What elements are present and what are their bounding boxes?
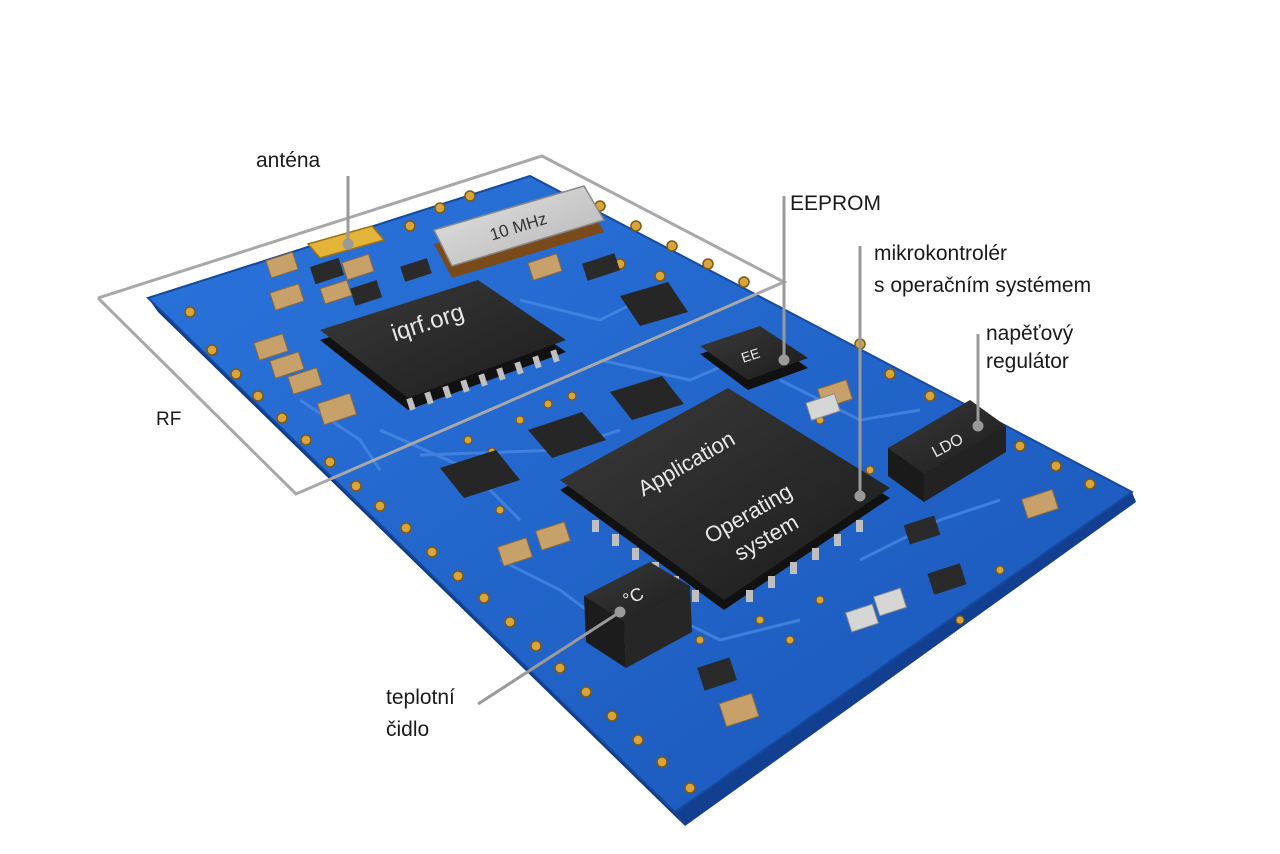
eeprom-chip: EE xyxy=(700,326,808,390)
label-antenna: anténa xyxy=(256,149,321,172)
label-eeprom: EEPROM xyxy=(790,192,882,215)
small-ics xyxy=(440,282,688,498)
eeprom-chip-label: EE xyxy=(739,345,762,366)
crystal-oscillator: 10 MHz xyxy=(432,185,606,278)
label-temp-line1: teplotní xyxy=(386,686,455,709)
label-regulator-line1: napěťový xyxy=(986,322,1074,345)
label-temp-line2: čidlo xyxy=(386,718,430,741)
leader-lines xyxy=(342,176,984,706)
leader-temp xyxy=(477,610,621,706)
label-mcu-line1: mikrokontrolér xyxy=(874,242,1008,265)
pcb-board-edge-right xyxy=(675,492,1136,826)
label-rf: RF xyxy=(156,409,182,430)
label-regulator-line2: regulátor xyxy=(986,350,1069,373)
label-mcu-line2: s operačním systémem xyxy=(874,274,1092,297)
passive-components xyxy=(253,251,1059,728)
mcu-chip: Application Operating system xyxy=(560,388,890,610)
rf-chip: iqrf.org xyxy=(320,280,566,411)
